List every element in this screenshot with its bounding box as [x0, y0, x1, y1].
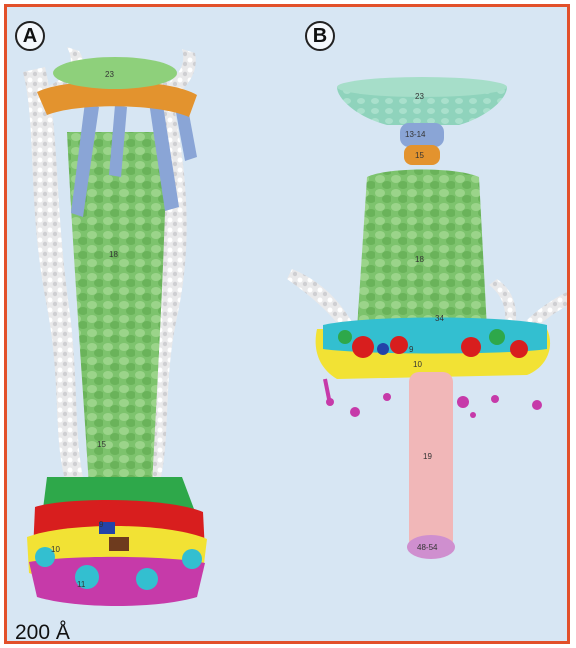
- protein-label-a: 18: [109, 250, 118, 259]
- protein-label-b: 13-14: [405, 130, 426, 139]
- scale-bar-label: 200 Å: [15, 621, 70, 644]
- baseplate-core: [377, 343, 389, 355]
- short-fiber: [457, 396, 469, 408]
- panel-b-structure: [287, 77, 570, 559]
- tail-fiber: [287, 269, 352, 329]
- short-fiber: [470, 412, 476, 418]
- baseplate-lobe: [338, 330, 352, 344]
- baseplate-lobe: [489, 329, 505, 345]
- short-fiber: [350, 407, 360, 417]
- protein-label-a: 15: [97, 440, 106, 449]
- panel-a-structure: [23, 47, 207, 606]
- protein-label-a: 23: [105, 70, 114, 79]
- protein-label-b: 10: [413, 360, 422, 369]
- baseplate-lobe: [352, 336, 374, 358]
- protein-label-a: 10: [51, 545, 60, 554]
- protein-label-b: 15: [415, 151, 424, 160]
- protein-label-a: 11: [77, 580, 86, 589]
- baseplate-lobe: [510, 340, 528, 358]
- tail-tube: [409, 372, 453, 550]
- protein-label-b: 18: [415, 255, 424, 264]
- tail-sheath: [357, 170, 487, 330]
- protein-label-a: 9: [99, 520, 104, 529]
- protein-label-b: 48-54: [417, 543, 438, 552]
- protein-label-b: 19: [423, 452, 432, 461]
- short-fiber: [532, 400, 542, 410]
- short-fiber: [383, 393, 391, 401]
- protein-label-b: 34: [435, 314, 444, 323]
- baseplate-core: [109, 537, 129, 551]
- panel-label-a: A: [15, 21, 45, 51]
- short-fiber: [491, 395, 499, 403]
- phage-structure-illustration: 23 18 15 11 9 10 23 13-14 15 18 34 9 10 …: [7, 7, 570, 644]
- short-fiber: [325, 379, 329, 399]
- baseplate-lobe: [136, 568, 158, 590]
- protein-label-b: 9: [409, 345, 414, 354]
- figure-frame: 23 18 15 11 9 10 23 13-14 15 18 34 9 10 …: [4, 4, 570, 644]
- baseplate-lobe: [182, 549, 202, 569]
- baseplate-lobe: [390, 336, 408, 354]
- protein-label-b: 23: [415, 92, 424, 101]
- baseplate-ring: [29, 557, 205, 606]
- short-fiber: [326, 398, 334, 406]
- head-connector: [53, 57, 177, 89]
- baseplate-lobe: [461, 337, 481, 357]
- panel-label-b: B: [305, 21, 335, 51]
